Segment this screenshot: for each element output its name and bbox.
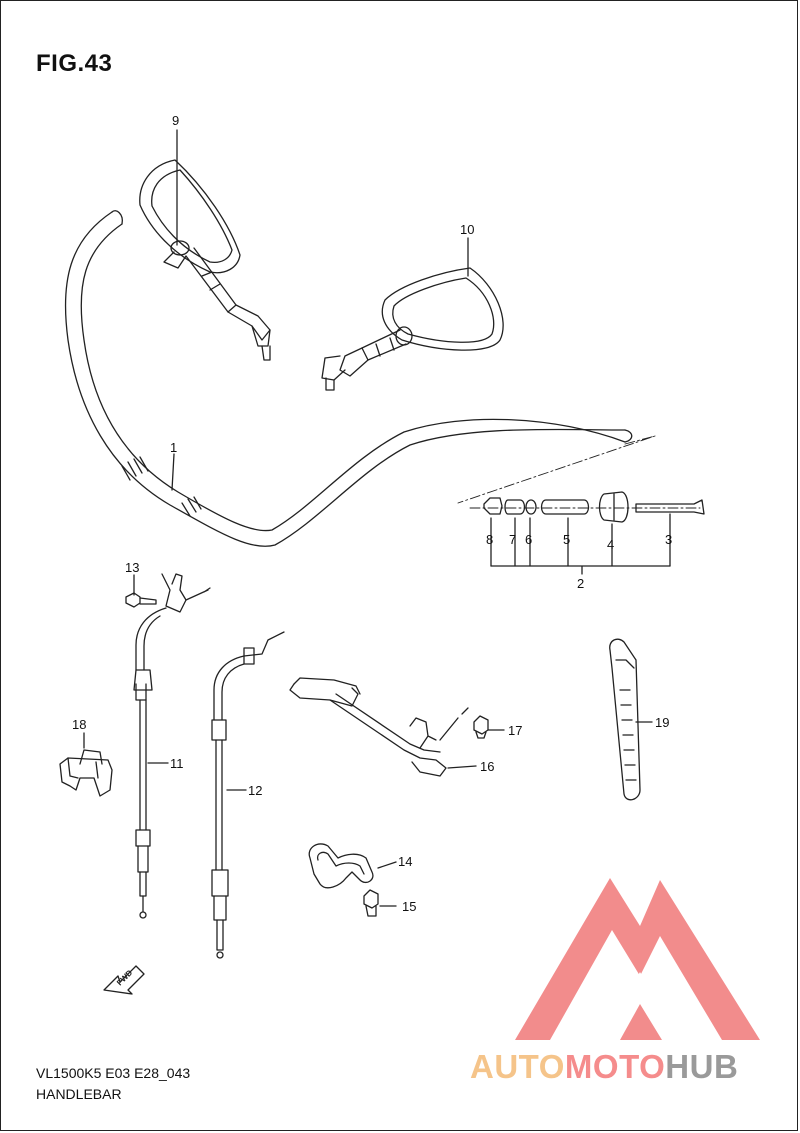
clamp-part-18	[59, 749, 113, 797]
callout-18: 18	[72, 717, 86, 732]
part-5-weight	[540, 499, 590, 515]
callout-17: 17	[508, 723, 522, 738]
callout-13: 13	[125, 560, 139, 575]
callout-16: 16	[480, 759, 494, 774]
end-weight-set	[483, 491, 705, 523]
part-6-washer	[525, 499, 537, 515]
part-7-collar	[504, 499, 526, 515]
leader-lines	[83, 129, 671, 907]
callout-11: 11	[170, 756, 184, 771]
part-3-bolt	[635, 499, 705, 515]
callout-12: 12	[248, 783, 262, 798]
handlebar-part-1	[64, 210, 633, 547]
bolt-part-15	[363, 889, 379, 917]
callout-14: 14	[398, 854, 412, 869]
throttle-cable-part-12	[211, 631, 285, 959]
watermark-text: AUTOMOTOHUB	[470, 1048, 738, 1086]
callout-3: 3	[665, 532, 672, 547]
part-4-cap	[598, 491, 629, 523]
part-8-nut	[483, 497, 503, 515]
mirror-part-10	[321, 267, 504, 391]
callout-6: 6	[525, 532, 532, 547]
callout-2: 2	[577, 576, 584, 591]
model-code: VL1500K5 E03 E28_043	[36, 1065, 191, 1081]
holder-part-16	[289, 677, 469, 777]
callout-15: 15	[402, 899, 416, 914]
fwd-arrow-icon	[103, 965, 145, 995]
watermark-auto: AUTO	[470, 1048, 565, 1085]
mirror-part-9	[139, 159, 271, 361]
callout-5: 5	[563, 532, 570, 547]
section-name: HANDLEBAR	[36, 1086, 122, 1102]
callout-10: 10	[460, 222, 474, 237]
callout-labels: 9 10 1 8 7 6 5 4 3 2 13 11 12 18 17 16 1…	[72, 113, 672, 987]
watermark-moto: MOTO	[564, 1048, 666, 1085]
screw-part-17	[473, 715, 489, 739]
clip-part-14	[308, 843, 374, 889]
clutch-cable-part-11	[133, 573, 211, 919]
figure-title: FIG.43	[36, 50, 113, 77]
callout-4: 4	[607, 537, 614, 552]
callout-19: 19	[655, 715, 669, 730]
callout-8: 8	[486, 532, 493, 547]
callout-7: 7	[509, 532, 516, 547]
watermark-hub: HUB	[665, 1048, 739, 1085]
bolt-part-13	[125, 592, 157, 608]
callout-9: 9	[172, 113, 179, 128]
callout-1: 1	[170, 440, 177, 455]
center-lines	[457, 435, 701, 509]
cable-tie-part-19	[609, 638, 641, 801]
watermark-logo-icon	[515, 878, 760, 1040]
